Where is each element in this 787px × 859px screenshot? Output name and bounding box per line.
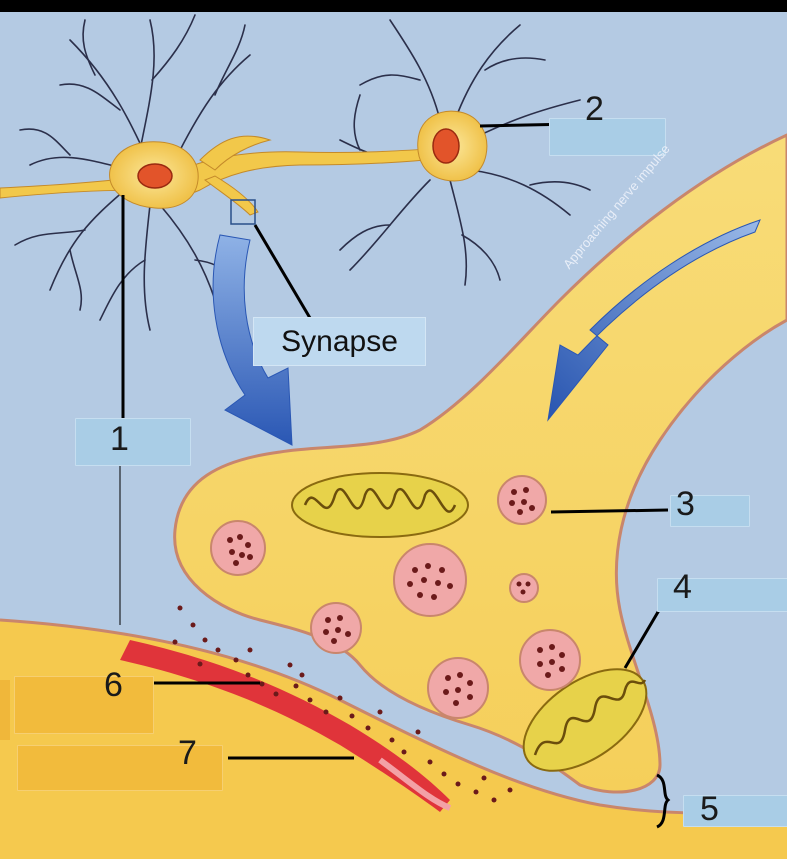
label-2: 2	[585, 92, 604, 126]
synapse-label-box: Synapse	[253, 317, 426, 366]
vesicle	[510, 574, 538, 602]
vesicle	[211, 521, 265, 575]
label-4: 4	[673, 570, 692, 604]
vesicle	[311, 603, 361, 653]
mitochondrion-upper	[292, 473, 468, 537]
label-5: 5	[700, 792, 719, 826]
synapse-label: Synapse	[254, 318, 425, 365]
vesicle	[520, 630, 580, 690]
answer-box-5	[683, 795, 787, 827]
label-1: 1	[110, 422, 129, 456]
vesicle	[428, 658, 488, 718]
label-7: 7	[178, 736, 197, 770]
answer-box-2	[549, 118, 666, 156]
label-3: 3	[676, 487, 695, 521]
vesicle	[394, 544, 466, 616]
label-6: 6	[104, 668, 123, 702]
answer-box-1	[75, 418, 191, 466]
neuron-2-soma	[418, 111, 487, 181]
answer-box-6	[14, 676, 154, 734]
vesicle	[498, 476, 546, 524]
